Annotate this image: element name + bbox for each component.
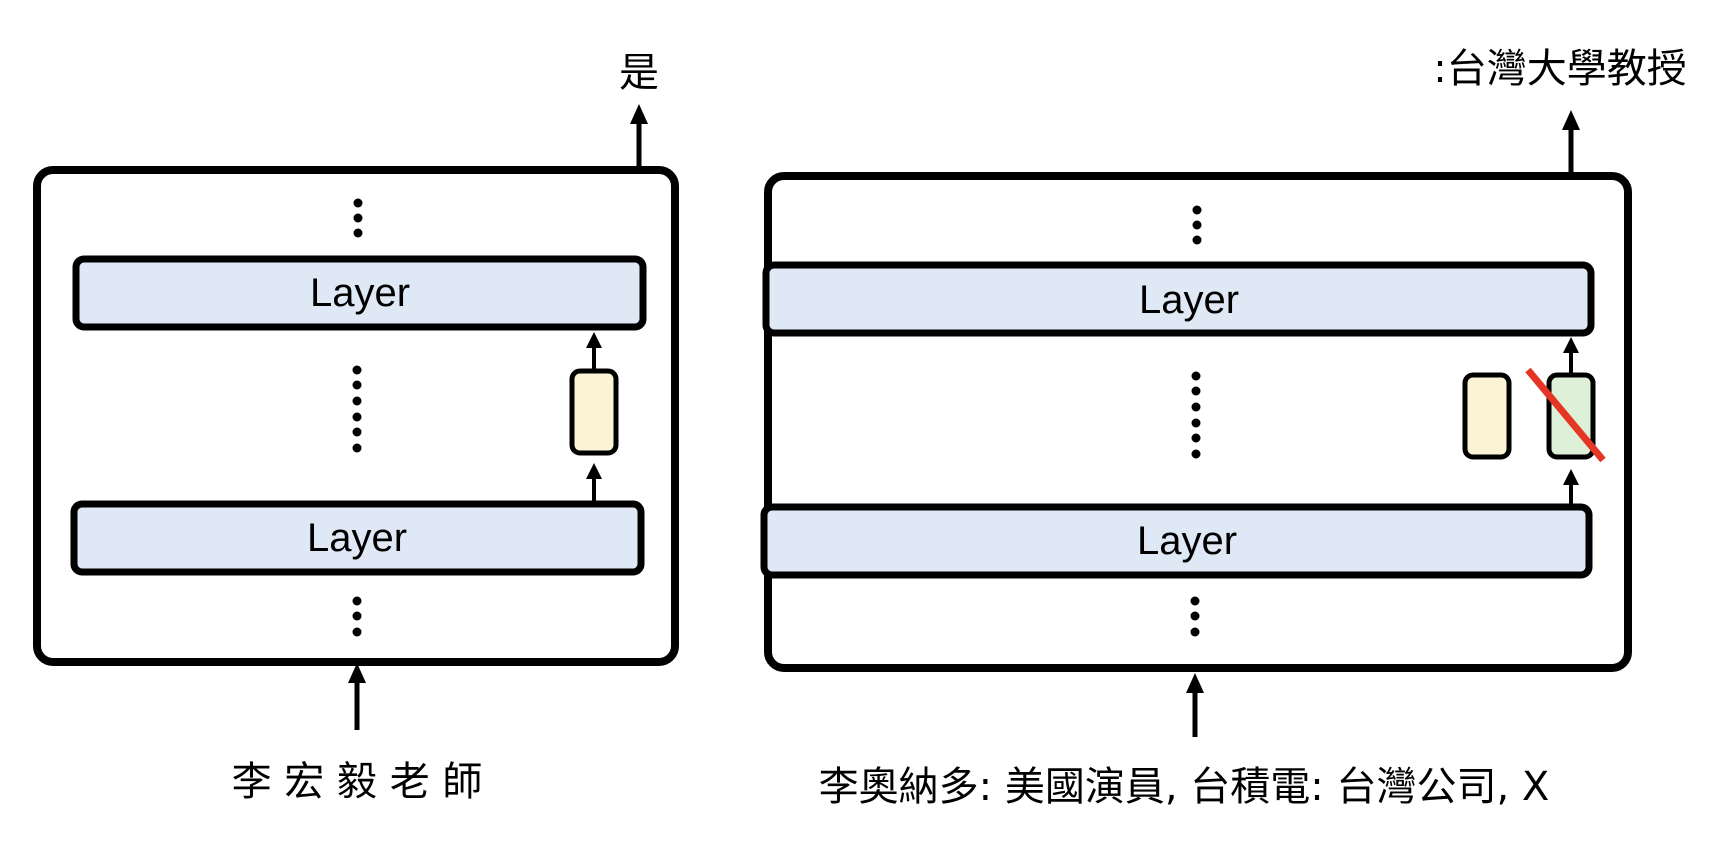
strike-through-icon [1525, 367, 1606, 463]
right-top-ellipsis [1192, 205, 1202, 245]
right-layer-top-label: Layer [1139, 278, 1239, 322]
right-layer-bottom [760, 503, 1593, 579]
left-layer-top-label: Layer [310, 271, 410, 315]
right-output-label: :台灣大學教授 [1433, 46, 1686, 92]
right-module-arrow-up [1563, 337, 1579, 376]
left-input-arrow [348, 663, 366, 730]
left-layer-top [72, 255, 647, 331]
right-input-label: 李奧納多: 美國演員, 台積電: 台灣公司, X [819, 764, 1550, 810]
left-layer-bottom [70, 500, 645, 576]
left-output-arrow [630, 104, 648, 170]
right-output-arrow [1562, 110, 1580, 176]
left-top-ellipsis [353, 198, 363, 238]
left-diagram: 是 Layer Layer [33, 50, 679, 805]
right-diagram: :台灣大學教授 Layer Layer [760, 46, 1687, 810]
left-bottom-ellipsis [352, 596, 362, 637]
right-layer-bottom-label: Layer [1137, 519, 1237, 563]
left-middle-ellipsis [352, 365, 362, 453]
left-input-label: 李 宏 毅 老 師 [232, 759, 483, 805]
left-layer-bottom-label: Layer [307, 516, 407, 560]
right-input-arrow [1186, 673, 1204, 737]
left-module-arrow-up [586, 332, 602, 372]
right-middle-ellipsis [1191, 371, 1201, 459]
left-yellow-module [569, 368, 619, 456]
left-output-label: 是 [619, 50, 659, 96]
left-module-arrow-in [586, 463, 602, 503]
right-yellow-module [1462, 372, 1512, 460]
right-module-arrow-in [1563, 469, 1579, 507]
right-layer-top [762, 261, 1595, 337]
right-bottom-ellipsis [1190, 596, 1200, 637]
